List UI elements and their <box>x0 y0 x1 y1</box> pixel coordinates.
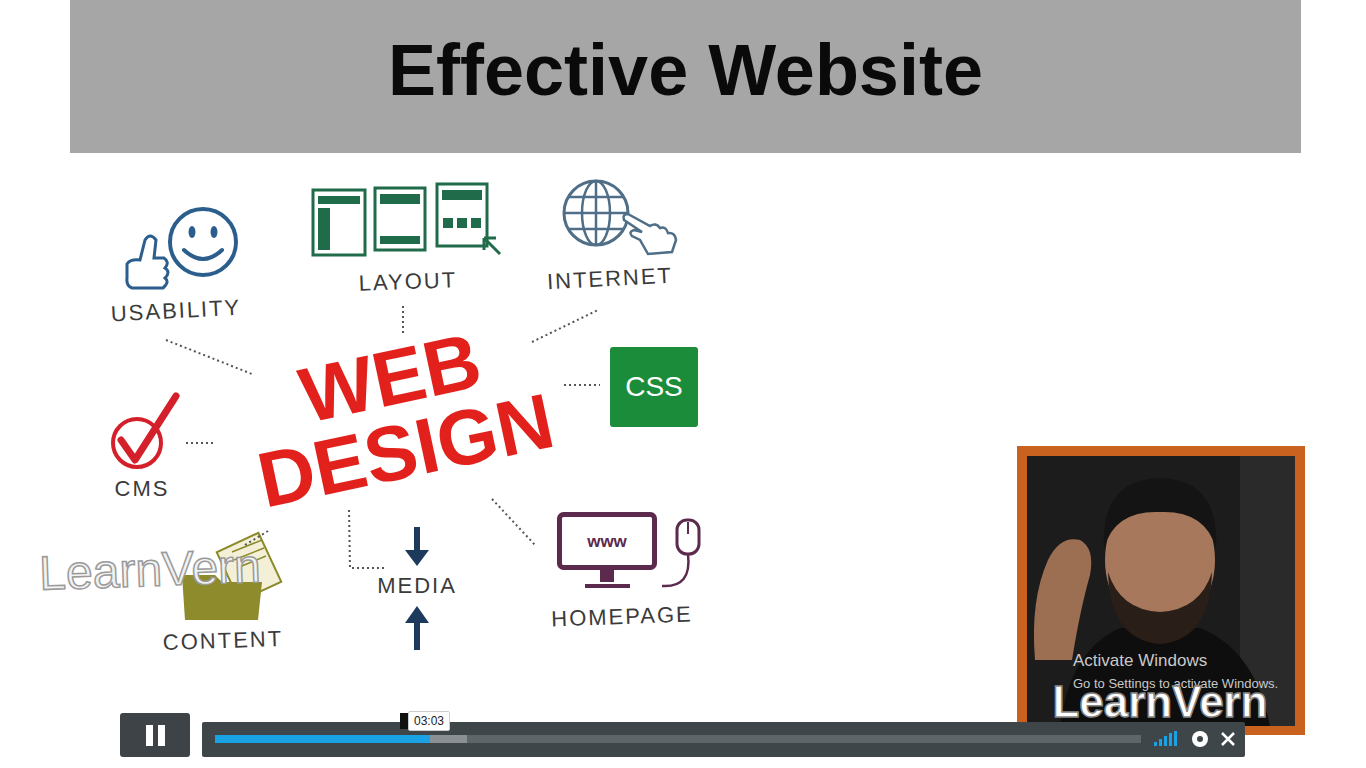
presenter-video-part <box>1017 446 1305 735</box>
layout-icon-part <box>318 208 330 250</box>
layout-icon-part <box>313 190 365 255</box>
presenter-video <box>1017 446 1305 735</box>
leader-lines-part <box>532 310 598 342</box>
player-controls-part <box>1197 736 1203 742</box>
monitor-screen: www <box>557 512 657 570</box>
time-tooltip: 03:03 <box>408 711 450 731</box>
media-arrows-icon-part <box>414 621 420 650</box>
player-controls-part <box>1159 739 1162 746</box>
media-arrows-icon-part <box>405 550 429 566</box>
watermark: LearnVern <box>1052 680 1267 724</box>
leader-lines <box>166 306 600 568</box>
player-controls-part <box>1222 733 1234 745</box>
layout-icon-part <box>484 238 500 254</box>
slide-title: Effective Website <box>70 34 1301 106</box>
player-controls-part <box>202 722 1245 757</box>
homepage-icon-part <box>662 554 688 586</box>
usability-icon-part <box>127 236 168 288</box>
layout-icon <box>313 184 500 255</box>
layout-icon-part <box>380 194 420 204</box>
homepage-icon-part <box>687 522 689 534</box>
player-controls-part <box>146 725 153 746</box>
layout-icon-part <box>375 188 425 250</box>
icon-label: HOMEPAGE <box>551 604 693 631</box>
internet-icon-part <box>569 197 623 229</box>
player-controls-part <box>1164 736 1167 746</box>
leader-lines-part <box>492 499 535 545</box>
homepage-icon-part <box>677 520 699 554</box>
internet-icon-part <box>624 214 677 254</box>
leader-lines-part <box>402 306 404 333</box>
layout-icon-part <box>457 218 467 228</box>
player-controls-part <box>158 725 165 746</box>
presenter-video-part <box>1034 539 1091 660</box>
node-text: 03:03 <box>414 715 444 727</box>
monitor-outline-rect <box>560 515 655 568</box>
player-controls-part <box>215 735 1141 743</box>
presenter-video-part <box>1108 572 1212 644</box>
usability-icon-part <box>170 209 236 275</box>
cms-check-icon <box>113 396 176 467</box>
player-controls-part <box>1192 731 1208 747</box>
presenter-video-part <box>1027 456 1295 726</box>
node-text: www <box>587 533 627 550</box>
usability-icon-part <box>189 226 196 238</box>
layout-icon-part <box>318 196 360 204</box>
internet-icon <box>564 181 676 254</box>
icon-label: CMS <box>115 478 170 500</box>
usability-icon <box>127 209 236 288</box>
layout-icon-part <box>471 218 481 228</box>
icon-label: CONTENT <box>162 628 283 654</box>
usability-icon-part <box>184 250 222 259</box>
player-controls-part <box>1154 742 1157 746</box>
node-text: CSS <box>625 373 683 401</box>
internet-icon-part <box>564 181 628 245</box>
layout-icon-part <box>443 218 453 228</box>
player-controls-part <box>1169 733 1172 746</box>
layout-icon-part <box>380 236 420 244</box>
player-controls-part <box>215 735 430 743</box>
player-controls-part <box>120 713 190 757</box>
leader-lines-part <box>564 384 600 386</box>
usability-icon-part <box>211 226 218 238</box>
player-controls-part <box>1174 731 1177 746</box>
cms-check-icon-part <box>121 396 176 460</box>
player-controls-part <box>400 713 408 729</box>
leader-lines-part <box>186 442 214 444</box>
icon-label: LAYOUT <box>358 269 457 294</box>
player-controls-part <box>215 735 467 743</box>
presenter-video-part <box>1104 478 1217 548</box>
watermark: LearnVern <box>38 542 261 598</box>
icon-label: MEDIA <box>377 575 457 597</box>
leader-lines-part <box>349 510 386 568</box>
homepage-icon-part <box>600 570 614 582</box>
leader-lines-part <box>166 340 252 374</box>
media-arrows-icon-part <box>414 527 420 552</box>
layout-icon-part <box>437 184 487 246</box>
layout-icon-part <box>442 190 482 200</box>
title-band <box>70 0 1301 153</box>
media-arrows-icon-part <box>405 606 429 623</box>
css-box: CSS <box>610 347 698 427</box>
os-notice: Activate Windows <box>1073 652 1207 669</box>
internet-icon-part <box>564 212 628 215</box>
homepage-icon-part <box>585 584 630 588</box>
